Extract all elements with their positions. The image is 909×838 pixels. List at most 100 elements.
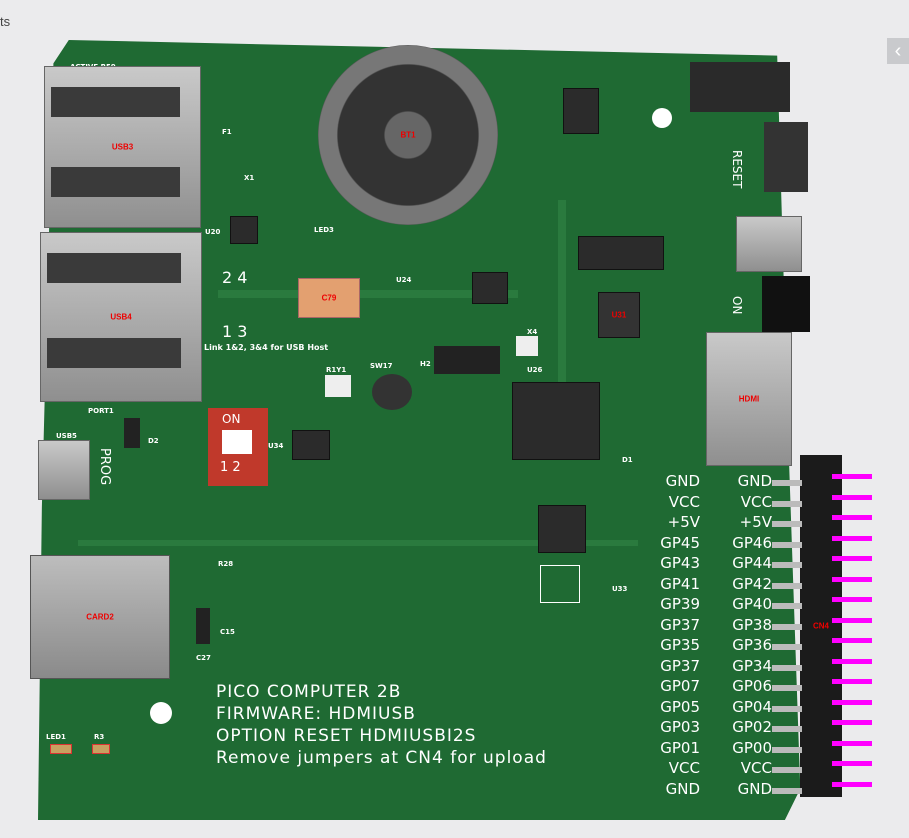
- u20-chip: [230, 216, 258, 244]
- link-note: Link 1&2, 3&4 for USB Host: [204, 343, 329, 352]
- x4-label: X4: [527, 328, 538, 336]
- header-pin-highlight: [832, 781, 872, 787]
- pin-label-left: GP07: [660, 677, 700, 695]
- trace: [558, 200, 566, 400]
- r3-label: R3: [94, 733, 105, 741]
- pin-label-left: GP41: [660, 574, 700, 593]
- u33-label: U33: [612, 585, 628, 593]
- pin-label-right: GND: [737, 779, 772, 798]
- pin-label-left: GP45: [660, 533, 700, 552]
- u24-label: U24: [396, 276, 412, 284]
- pin-label-left: GND: [665, 779, 700, 798]
- ic-chip: [472, 272, 508, 304]
- mounting-hole: [150, 702, 172, 724]
- header-pin-highlight: [832, 638, 872, 643]
- header-pin: [772, 521, 802, 527]
- r3-resistor: [92, 744, 110, 754]
- header-pin-highlight: [832, 740, 872, 746]
- dip-numbers: 1 2: [220, 460, 241, 475]
- header-pin-highlight: [832, 761, 872, 766]
- f1-label: F1: [222, 128, 232, 136]
- port1-label: PORT1: [88, 407, 114, 415]
- sw17-button[interactable]: [372, 374, 412, 410]
- header-pin-highlight: [832, 679, 872, 684]
- header-pin: [772, 623, 802, 630]
- header-pin: [772, 644, 802, 650]
- audio-jack: [690, 62, 790, 112]
- battery-ref: BT1: [400, 130, 416, 140]
- header-pin-highlight: [832, 658, 872, 664]
- dip-switch[interactable]: ON 1 2: [208, 408, 268, 486]
- header-pin-highlight: [832, 515, 872, 520]
- rp2040-chip: [512, 382, 600, 460]
- x4-crystal: [516, 336, 538, 356]
- rly1-label: R1Y1: [326, 366, 347, 374]
- pin-label-right: VCC: [740, 492, 772, 511]
- c79-ref: C79: [321, 293, 337, 303]
- header-pin: [772, 726, 802, 732]
- reset-label: RESET: [730, 150, 744, 189]
- pin-label-left: GND: [665, 472, 700, 490]
- header-pin: [772, 541, 802, 548]
- hdmi-ref: HDMI: [738, 394, 760, 404]
- ic-chip: [578, 236, 664, 270]
- h2-jumper-header[interactable]: [434, 346, 500, 374]
- pin-label-right: GP36: [732, 636, 772, 654]
- pin-label-right: GP44: [732, 554, 772, 572]
- u31-ref: U31: [611, 310, 627, 320]
- pin-label-left: GP37: [660, 615, 700, 634]
- pin-label-right: GP06: [732, 677, 772, 695]
- u31-regulator: U31: [598, 292, 640, 338]
- pin-label-right: +5V: [739, 513, 772, 531]
- pin-label-right: GP34: [732, 656, 772, 675]
- jumper-bottom-numbers: 1 3: [222, 322, 248, 341]
- power-switch[interactable]: [762, 276, 810, 332]
- power-on-label: ON: [730, 296, 744, 315]
- pin-label-left: VCC: [668, 492, 700, 511]
- led1: [50, 744, 72, 754]
- battery-holder: BT1: [318, 45, 498, 225]
- trace: [78, 540, 638, 546]
- ic-chip: [538, 505, 586, 553]
- ic-chip: [563, 88, 599, 134]
- pin-label-left: GP37: [660, 656, 700, 675]
- u34-chip: [292, 430, 330, 460]
- usb5-label: USB5: [56, 432, 77, 440]
- relay: [325, 375, 351, 397]
- reset-button[interactable]: [764, 122, 808, 192]
- pin-label-left: GP03: [660, 718, 700, 736]
- sd-card-slot[interactable]: CARD2: [30, 555, 170, 679]
- pin-label-right: GP38: [732, 615, 772, 634]
- pin-label-right: GP00: [732, 738, 772, 757]
- header-pin: [772, 767, 802, 773]
- board-title: PICO COMPUTER 2B: [216, 682, 402, 702]
- header-pin: [772, 582, 802, 589]
- header-pin: [772, 746, 802, 753]
- r28-label: R28: [218, 560, 234, 568]
- c27-label: C27: [196, 654, 211, 662]
- x1-label: X1: [244, 174, 255, 182]
- card-ref: CARD2: [86, 612, 114, 622]
- previous-image-button[interactable]: ‹: [887, 38, 909, 64]
- dip-toggles[interactable]: [222, 430, 252, 454]
- jumper-top-numbers: 2 4: [222, 268, 248, 287]
- page-corner-text: ts: [0, 14, 11, 29]
- u26-label: U26: [527, 366, 543, 374]
- usb4-connector: USB4: [40, 232, 202, 402]
- hdmi-connector: HDMI: [706, 332, 792, 466]
- cn4-ref: CN4: [812, 621, 830, 631]
- pin-label-left: GP43: [660, 554, 700, 572]
- header-pin: [772, 685, 802, 691]
- usb5-connector: [38, 440, 90, 500]
- header-pin: [772, 500, 802, 507]
- usb-c-connector: [736, 216, 802, 272]
- pin-label-left: VCC: [668, 759, 700, 777]
- usb4-ref: USB4: [110, 312, 132, 322]
- header-pin: [772, 664, 802, 671]
- pin-label-right: GND: [737, 472, 772, 490]
- usb3-connector: USB3: [44, 66, 201, 228]
- dip-on-label: ON: [222, 412, 241, 426]
- pin-label-left: GP35: [660, 636, 700, 654]
- header-pin-highlight: [832, 720, 872, 725]
- usb3-ref: USB3: [111, 142, 134, 152]
